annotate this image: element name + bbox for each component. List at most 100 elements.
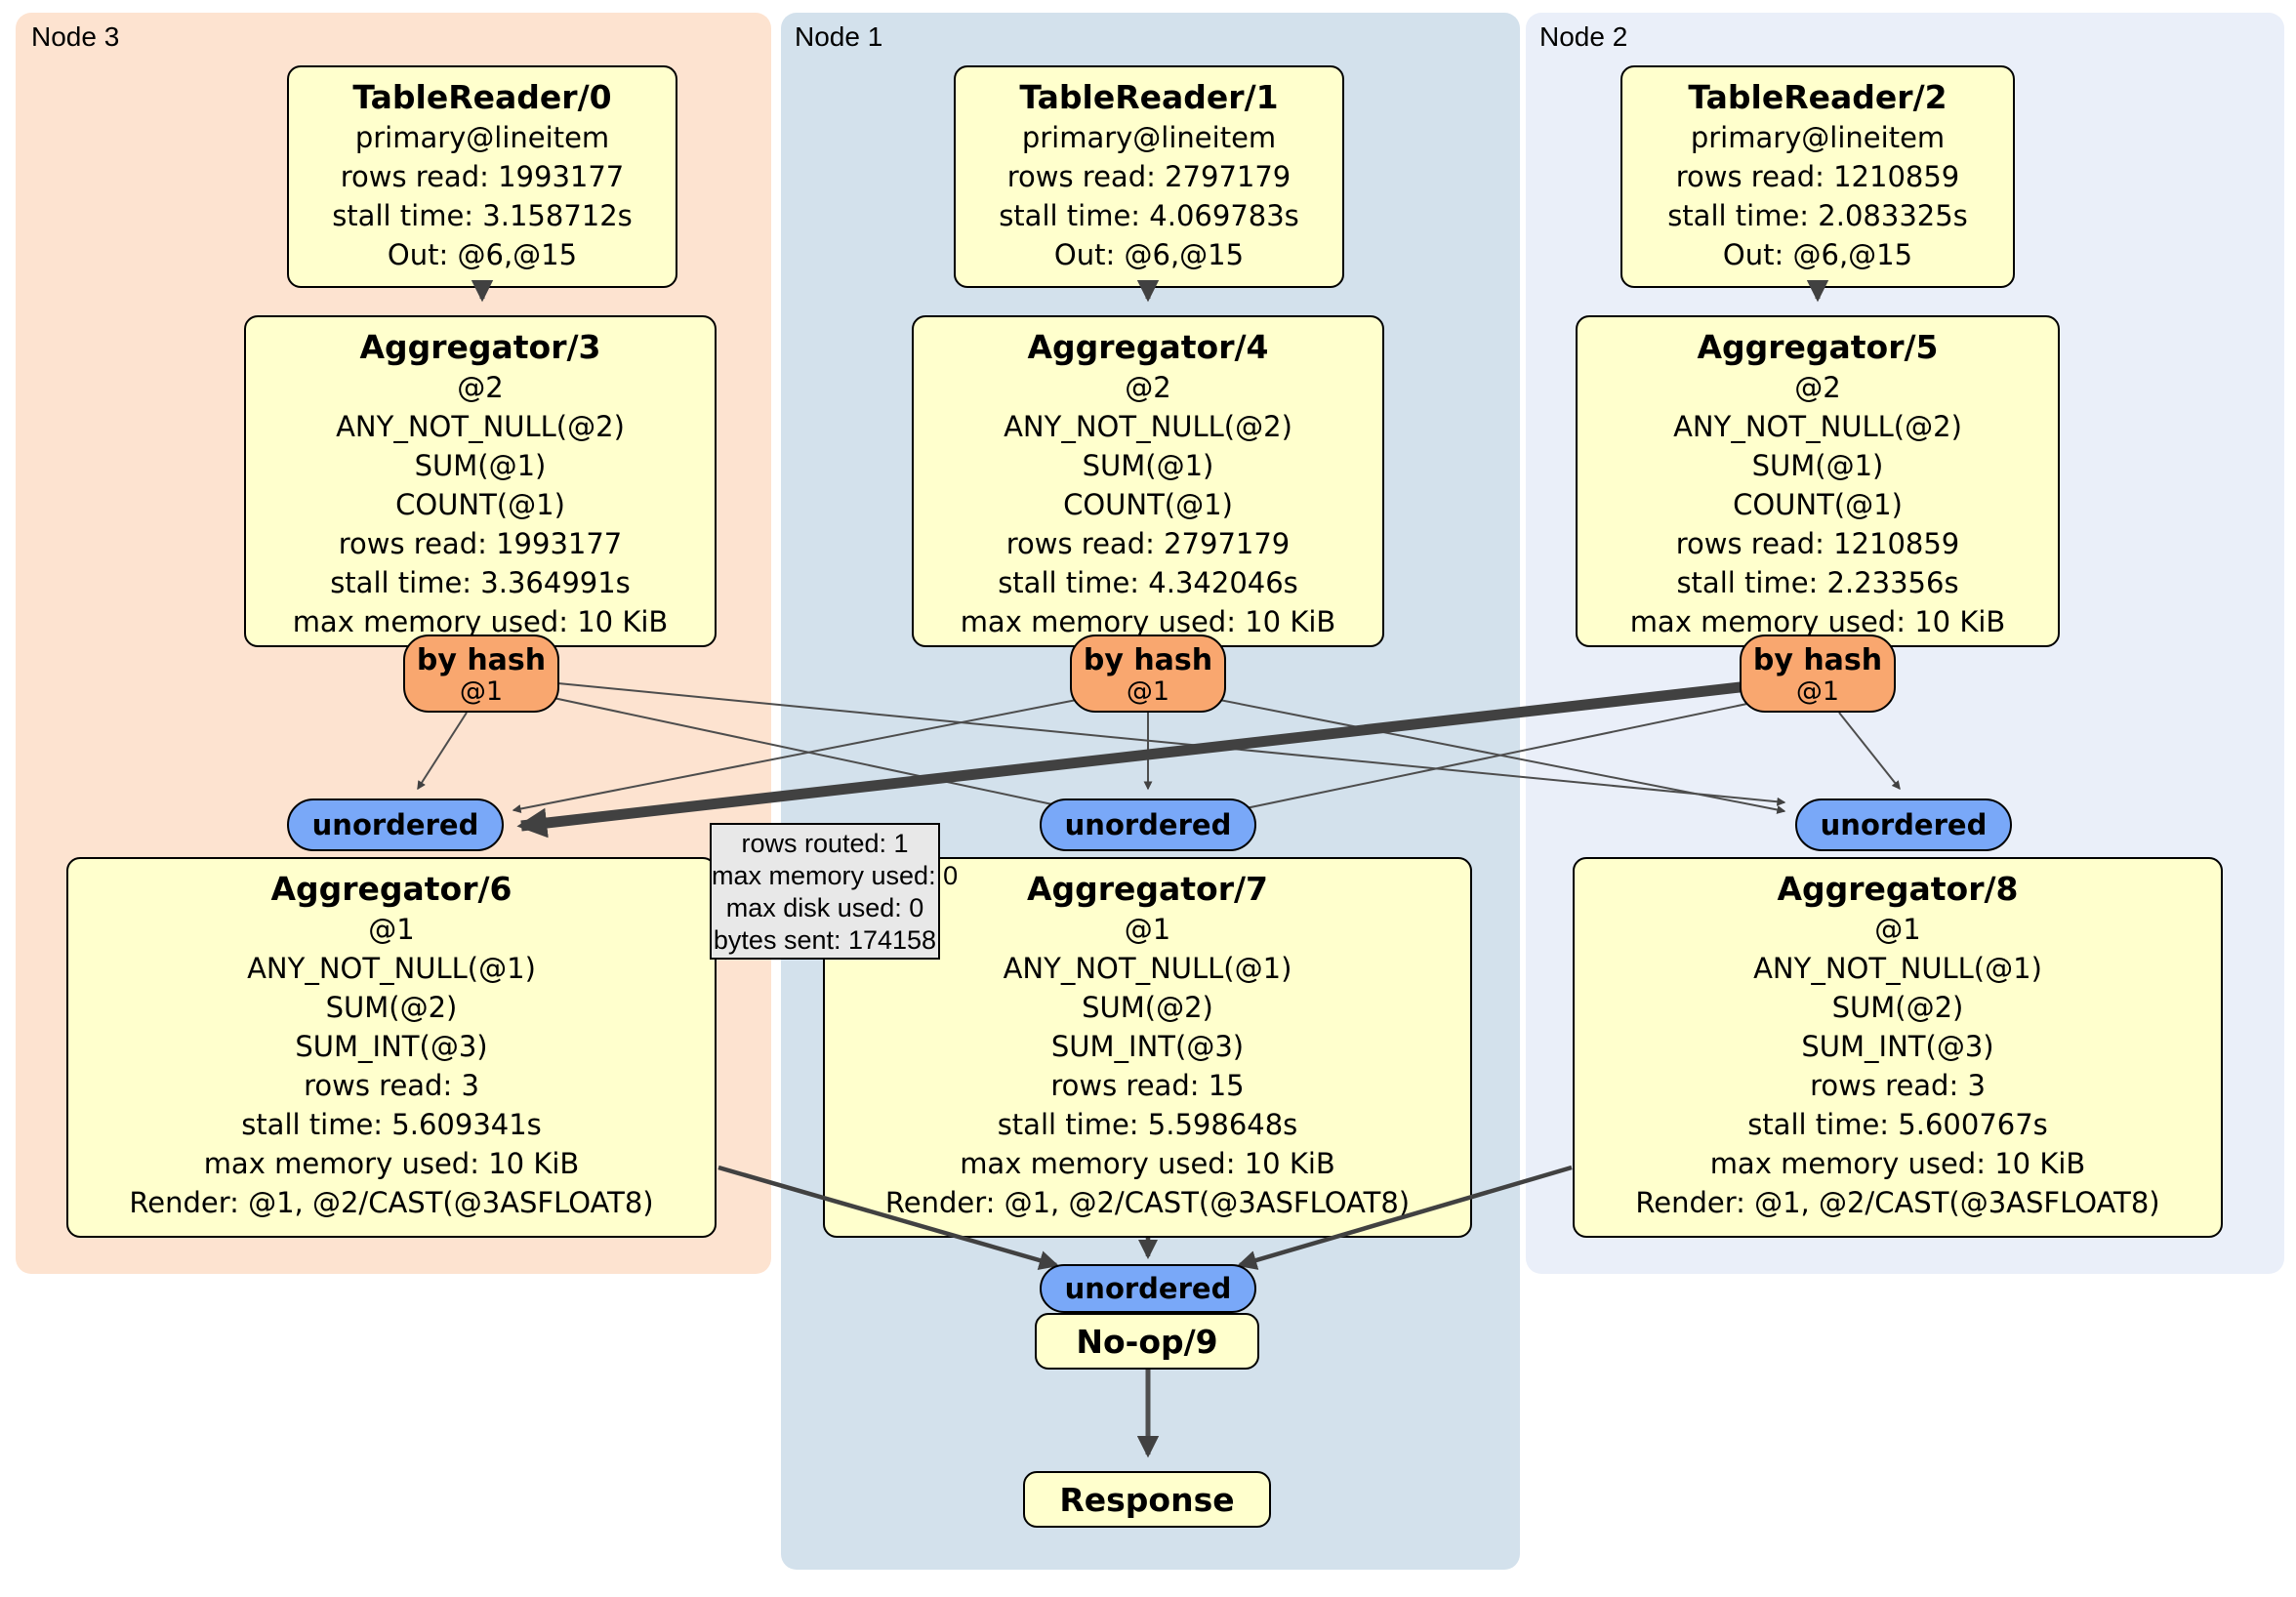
text-line: Render: @1, @2/CAST(@3ASFLOAT8) — [129, 1186, 654, 1219]
operator-noop-9: No-op/9 — [1035, 1313, 1259, 1370]
sync-unordered-node3: unordered — [287, 798, 504, 851]
edge-hash-node2-to-sync-node3-highlighted[interactable] — [516, 679, 1758, 839]
edge-stats-tooltip: rows routed: 1 max memory used: 0 max disk… — [710, 823, 959, 960]
text-line: primary@lineitem — [1021, 121, 1277, 154]
text-line: stall time: 4.069783s — [999, 199, 1299, 232]
text-line: rows routed: 1 — [741, 829, 909, 858]
edge-hash-node3-to-sync-node1 — [539, 694, 1068, 810]
text-line: stall time: 3.158712s — [332, 199, 633, 232]
operator-response: Response — [1023, 1471, 1271, 1528]
node-region-label-node1: Node 1 — [795, 21, 883, 52]
text-line: max memory used: 10 KiB — [292, 605, 669, 638]
text-line: stall time: 4.342046s — [998, 566, 1298, 599]
router-columns: @1 — [1126, 676, 1170, 707]
sync-unordered-final: unordered — [1040, 1264, 1256, 1313]
edge-agg8-to-final-sync — [1237, 1165, 1573, 1270]
text-line: bytes sent: 174158 — [713, 925, 937, 955]
text-line: rows read: 2797179 — [1006, 160, 1292, 193]
text-line: max memory used: 10 KiB — [203, 1147, 580, 1180]
router-columns: @1 — [1795, 676, 1840, 707]
text-line: primary@lineitem — [1690, 121, 1946, 154]
operator-title: Aggregator/7 — [1026, 870, 1269, 908]
text-line: Render: @1, @2/CAST(@3ASFLOAT8) — [884, 1186, 1411, 1219]
text-line: Out: @6,@15 — [1053, 238, 1245, 271]
router-label: by hash — [416, 643, 547, 677]
text-line: COUNT(@1) — [1063, 488, 1233, 521]
router-by-hash-node3: by hash @1 — [403, 635, 559, 713]
router-by-hash-node2: by hash @1 — [1740, 635, 1896, 713]
text-line: rows read: 3 — [304, 1069, 479, 1102]
text-line: rows read: 1993177 — [340, 160, 625, 193]
text-line: SUM_INT(@3) — [295, 1030, 488, 1063]
text-line: SUM(@2) — [325, 991, 458, 1024]
text-line: Out: @6,@15 — [1722, 238, 1913, 271]
operator-details: primary@lineitem rows read: 1993177 stall … — [289, 118, 676, 274]
router-label: by hash — [1083, 643, 1213, 677]
edge-agg6-to-final-sync — [718, 1165, 1059, 1270]
router-columns: @1 — [459, 676, 504, 707]
text-line: max memory used: 10 KiB — [1709, 1147, 2086, 1180]
sync-unordered-node1: unordered — [1040, 798, 1256, 851]
operator-title: TableReader/0 — [352, 78, 612, 116]
text-line: @2 — [1125, 371, 1171, 404]
text-line: stall time: 5.609341s — [241, 1108, 542, 1141]
text-line: stall time: 2.23356s — [1676, 566, 1959, 599]
text-line: max memory used: 0 — [712, 861, 959, 890]
text-line: stall time: 5.598648s — [997, 1108, 1298, 1141]
text-line: SUM_INT(@3) — [1801, 1030, 1994, 1063]
text-line: SUM(@2) — [1082, 991, 1213, 1024]
text-line: ANY_NOT_NULL(@1) — [247, 952, 536, 985]
text-line: COUNT(@1) — [395, 488, 565, 521]
text-line: SUM(@1) — [1082, 449, 1214, 482]
operator-title: Aggregator/4 — [1027, 328, 1269, 366]
text-line: @1 — [1124, 913, 1171, 946]
text-line: SUM(@1) — [414, 449, 547, 482]
edge-hash-node3-to-sync-node2 — [537, 680, 1786, 806]
text-line: max disk used: 0 — [725, 893, 924, 922]
operator-title: Aggregator/3 — [359, 328, 601, 366]
text-line: ANY_NOT_NULL(@2) — [1673, 410, 1962, 443]
text-line: rows read: 15 — [1050, 1069, 1245, 1102]
edge-hash-node2-to-sync-node1 — [1230, 700, 1762, 814]
operator-title: Aggregator/8 — [1777, 870, 2019, 908]
text-line: rows read: 1210859 — [1675, 527, 1960, 560]
text-line: max memory used: 10 KiB — [960, 605, 1336, 638]
text-line: ANY_NOT_NULL(@2) — [1004, 410, 1292, 443]
text-line: SUM(@2) — [1831, 991, 1964, 1024]
text-line: rows read: 1993177 — [338, 527, 623, 560]
operator-details: primary@lineitem rows read: 2797179 stall … — [956, 118, 1342, 274]
operator-title: Aggregator/6 — [270, 870, 512, 908]
edge-hash-node1-to-sync-node2 — [1204, 696, 1786, 814]
router-by-hash-node1: by hash @1 — [1070, 635, 1226, 713]
text-line: COUNT(@1) — [1733, 488, 1903, 521]
text-line: SUM(@1) — [1751, 449, 1884, 482]
text-line: rows read: 3 — [1810, 1069, 1986, 1102]
text-line: Out: @6,@15 — [387, 238, 578, 271]
text-line: ANY_NOT_NULL(@2) — [336, 410, 625, 443]
operator-tablereader-1: TableReader/1 primary@lineitem rows read:… — [954, 65, 1344, 288]
operator-title: TableReader/1 — [1019, 78, 1279, 116]
edge-hash-node2-to-sync-node2 — [1838, 712, 1901, 791]
sync-unordered-node2: unordered — [1795, 798, 2012, 851]
operator-title: No-op/9 — [1076, 1322, 1218, 1361]
text-line: ANY_NOT_NULL(@1) — [1003, 952, 1292, 985]
text-line: @2 — [457, 371, 504, 404]
text-line: stall time: 2.083325s — [1667, 199, 1968, 232]
text-line: primary@lineitem — [354, 121, 610, 154]
operator-title: TableReader/2 — [1688, 78, 1948, 116]
text-line: Render: @1, @2/CAST(@3ASFLOAT8) — [1635, 1186, 2160, 1219]
